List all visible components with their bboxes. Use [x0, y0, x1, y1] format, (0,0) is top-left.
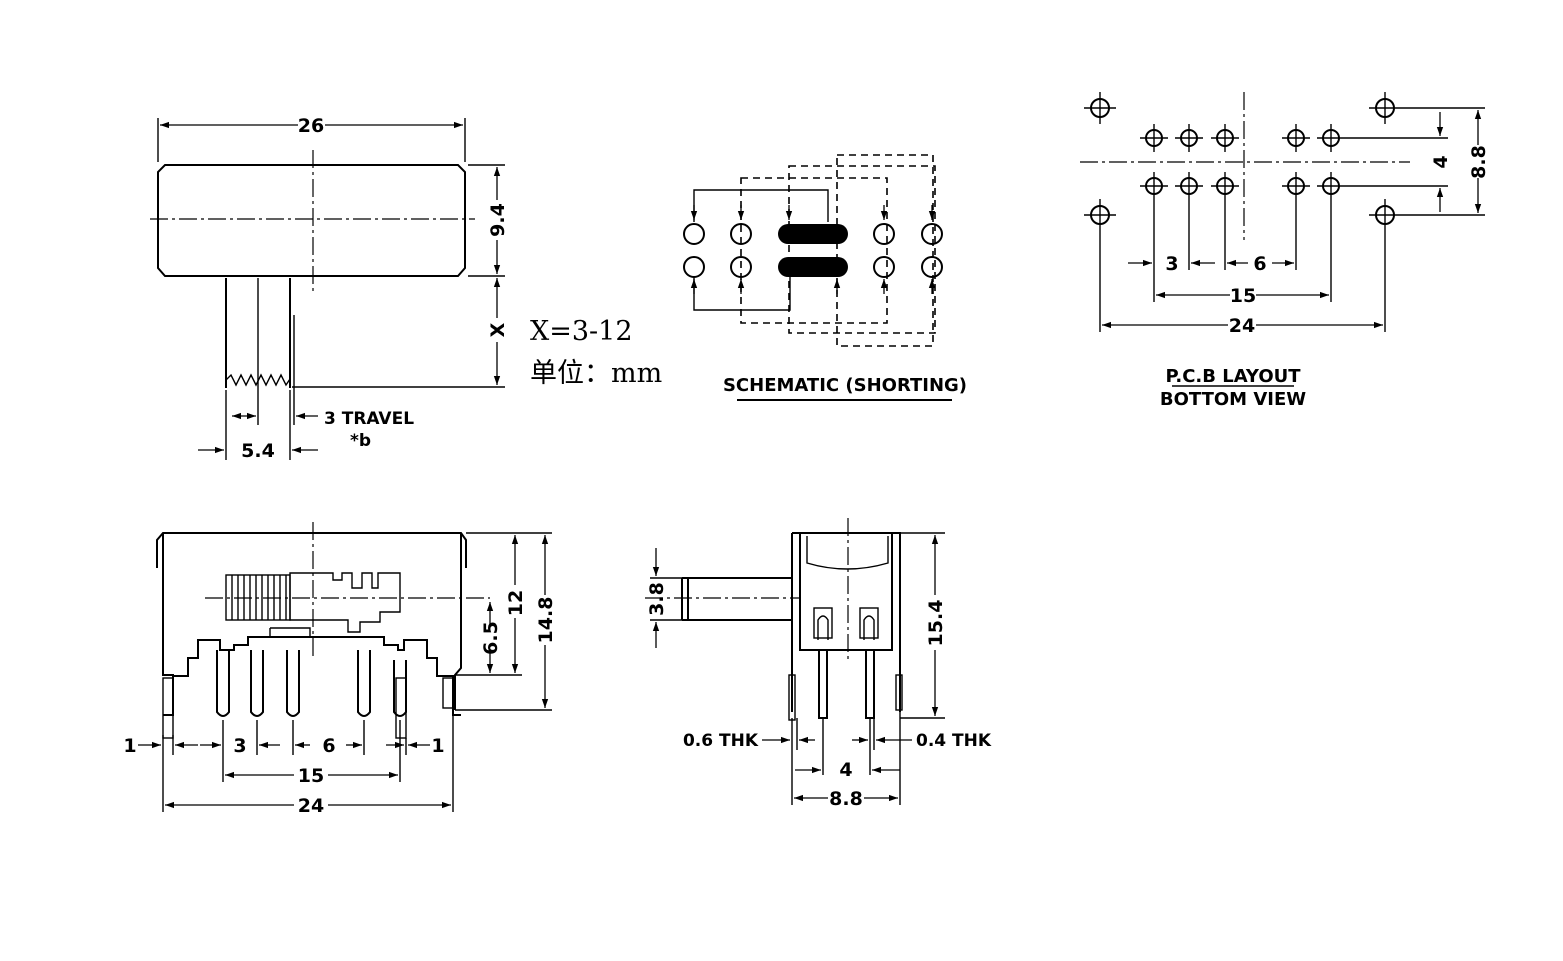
shorting-contact	[778, 257, 848, 277]
shorting-path	[740, 177, 888, 324]
dim-12: 12	[505, 590, 527, 616]
pcb-layout: 4 8.8 3 6 15 24 P.C.B LAYOUT BOTTOM VIEW	[1080, 92, 1490, 410]
mount-leg	[162, 677, 174, 739]
front-view: 6.5 12 14.8 1 3 6 1 15 24	[123, 522, 557, 817]
break-line	[225, 373, 291, 387]
pin-hole	[1140, 124, 1168, 152]
pcb-dim-24: 24	[1229, 315, 1255, 337]
pin	[250, 650, 264, 717]
dim-14-8: 14.8	[535, 597, 557, 644]
dim-height-label: 9.4	[487, 203, 509, 237]
terminal	[683, 223, 705, 245]
pin-hole	[1317, 172, 1345, 200]
dim-x-label: X	[487, 322, 509, 337]
mount-leg	[395, 677, 407, 739]
unit-label: 单位：mm	[530, 358, 662, 389]
shorting-path-solid	[693, 189, 829, 222]
dim-8-8: 8.8	[829, 788, 863, 810]
dim-15: 15	[298, 765, 324, 787]
side-frame	[791, 532, 901, 712]
slider-mechanism	[289, 572, 401, 633]
pcb-dim-3: 3	[1165, 253, 1178, 275]
pcb-title: P.C.B LAYOUT	[1165, 366, 1301, 387]
terminal	[730, 256, 752, 278]
dim-3: 3	[233, 735, 246, 757]
schematic: SCHEMATIC (SHORTING)	[683, 154, 967, 401]
dim-6-5: 6.5	[480, 621, 502, 655]
dim-1-left: 1	[123, 735, 136, 757]
mount-hole	[1084, 199, 1116, 231]
actuator-shaft	[681, 577, 792, 621]
mount-hole	[1084, 92, 1116, 124]
switch-base	[163, 636, 461, 716]
dim-1-right: 1	[431, 735, 444, 757]
switch-body-outline	[157, 164, 466, 277]
dim-width-label: 26	[298, 115, 324, 137]
pin-hole	[1211, 124, 1239, 152]
pin	[286, 650, 300, 717]
contact-left	[813, 607, 833, 639]
slider-contact	[269, 627, 311, 637]
pcb-dim-8-8: 8.8	[1468, 145, 1490, 179]
contact-spring	[863, 615, 875, 640]
shorting-contact	[778, 224, 848, 244]
contact-right	[859, 607, 879, 639]
switch-frame	[156, 532, 467, 710]
pin-hole	[1175, 172, 1203, 200]
dim-4: 4	[839, 759, 852, 781]
terminal	[921, 223, 943, 245]
contact-spring	[817, 615, 829, 640]
pcb-dim-15: 15	[1230, 285, 1256, 307]
side-view: 3.8 15.4 0.6 THK 0.4 THK 4 8.8	[645, 518, 992, 810]
schematic-title: SCHEMATIC (SHORTING)	[723, 375, 967, 396]
terminal	[873, 256, 895, 278]
shorting-path	[836, 154, 934, 347]
mount-hole	[1369, 92, 1401, 124]
terminal	[921, 256, 943, 278]
thk-left: 0.6 THK	[683, 731, 759, 751]
pin-hole	[1175, 124, 1203, 152]
shorting-path	[788, 165, 936, 334]
side-pin	[865, 649, 875, 719]
mount-hole	[1369, 199, 1401, 231]
pin	[357, 650, 371, 717]
pin-hole	[1282, 172, 1310, 200]
side-pin	[818, 649, 828, 719]
pcb-dim-6: 6	[1253, 253, 1266, 275]
travel-note: *b	[350, 431, 371, 451]
side-leg	[895, 674, 903, 711]
pin-hole	[1282, 124, 1310, 152]
dim-24: 24	[298, 795, 324, 817]
pin	[216, 650, 230, 717]
x-range-label: X=3-12	[530, 316, 633, 347]
shorting-path-solid	[693, 277, 791, 311]
travel-label: 3 TRAVEL	[324, 409, 414, 429]
terminal	[873, 223, 895, 245]
dim-6: 6	[322, 735, 335, 757]
side-cover	[806, 536, 889, 570]
pcb-subtitle: BOTTOM VIEW	[1160, 389, 1306, 410]
pcb-dim-4: 4	[1430, 155, 1452, 168]
pin-hole	[1317, 124, 1345, 152]
terminal	[730, 223, 752, 245]
thk-right: 0.4 THK	[916, 731, 992, 751]
dim-actuator-label: 5.4	[241, 440, 275, 462]
pin-hole	[1211, 172, 1239, 200]
dim-15-4: 15.4	[925, 600, 947, 647]
mount-leg	[442, 677, 454, 709]
terminal	[683, 256, 705, 278]
pin-hole	[1140, 172, 1168, 200]
dim-3-8: 3.8	[646, 582, 668, 616]
top-view: 26 9.4 X X=3-12 单位：mm 3 TRAVEL *b 5.4	[150, 115, 662, 462]
